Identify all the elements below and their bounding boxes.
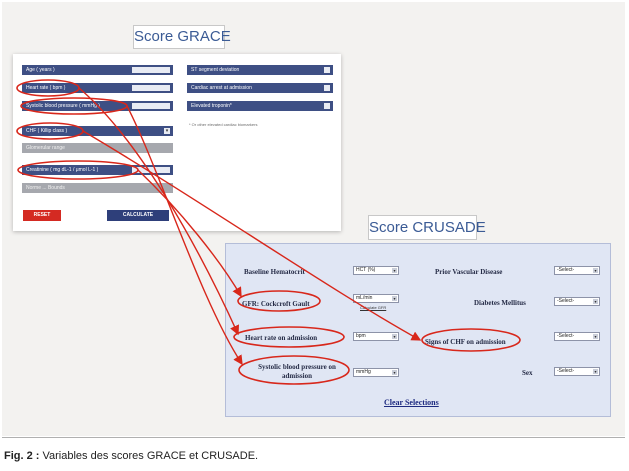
grace-calculator-panel: Age ( years ) Heart rate ( bpm ) Systoli…: [13, 54, 341, 231]
crusade-diabetes-value: -Select-: [557, 298, 575, 304]
grace-creatinine-label: Creatinine ( mg dL-1 / μmol L-1 ): [26, 167, 99, 173]
crusade-sex-select[interactable]: -Select- ▾: [554, 367, 600, 376]
crusade-gfr-select[interactable]: mL/min ▾: [353, 294, 399, 303]
crusade-vascular-label: Prior Vascular Disease: [435, 268, 503, 276]
crusade-hematocrit-select[interactable]: HCT (%) ▾: [353, 266, 399, 275]
grace-bounds-label: Norme ... Bounds: [26, 185, 65, 191]
crusade-gfr-label: GFR: Cockcroft Gault: [242, 300, 310, 308]
grace-heart-rate-field[interactable]: Heart rate ( bpm ): [22, 83, 173, 93]
chevron-down-icon: ▾: [392, 296, 397, 301]
grace-glomerular-field: Glomerular range: [22, 143, 173, 153]
crusade-systolic-bp-select[interactable]: mmHg ▾: [353, 368, 399, 377]
crusade-sex-value: -Select-: [557, 368, 575, 374]
chevron-down-icon: ▾: [392, 268, 397, 273]
crusade-hematocrit-label: Baseline Hematocrit: [244, 268, 305, 276]
chevron-down-icon: ▾: [593, 299, 598, 304]
crusade-heart-rate-highlight: [233, 326, 345, 348]
crusade-heart-rate-select[interactable]: bpm ▾: [353, 332, 399, 341]
chevron-down-icon: ▾: [593, 334, 598, 339]
grace-creatinine-highlight: [17, 160, 139, 180]
crusade-systolic-bp-label: Systolic blood pressure on admission: [258, 363, 336, 380]
grace-cardiac-arrest-checkbox[interactable]: [324, 85, 330, 91]
crusade-heart-rate-label: Heart rate on admission: [245, 334, 318, 342]
crusade-chf-highlight: [421, 328, 521, 352]
clear-selections-link[interactable]: Clear Selections: [384, 398, 439, 407]
grace-age-field[interactable]: Age ( years ): [22, 65, 173, 75]
crusade-vascular-value: -Select-: [557, 267, 575, 273]
arrow-systolic-bp: [126, 105, 243, 366]
grace-cardiac-arrest-label: Cardiac arrest at admission: [191, 85, 252, 91]
crusade-vascular-select[interactable]: -Select- ▾: [554, 266, 600, 275]
crusade-calculate-gfr-link[interactable]: Calculate GFR: [360, 305, 387, 310]
crusade-gfr-value: mL/min: [356, 295, 373, 301]
grace-heart-rate-label: Heart rate ( bpm ): [26, 85, 66, 91]
grace-heart-rate-input[interactable]: [132, 85, 170, 91]
chevron-down-icon: ▾: [392, 334, 397, 339]
arrow-heart-rate: [78, 87, 240, 336]
grace-chf-highlight: [16, 122, 84, 140]
crusade-diabetes-label: Diabetes Mellitus: [474, 299, 526, 307]
figure-caption: Fig. 2 : Variables des scores GRACE et C…: [4, 450, 258, 462]
crusade-chf-select[interactable]: -Select- ▾: [554, 332, 600, 341]
crusade-chf-label: Signs of CHF on admission: [425, 338, 506, 346]
caption-text: Variables des scores GRACE et CRUSADE.: [39, 450, 259, 462]
crusade-hematocrit-value: HCT (%): [356, 267, 376, 273]
chevron-down-icon: ▾: [593, 369, 598, 374]
grace-st-deviation-checkbox[interactable]: [324, 67, 330, 73]
grace-troponin-checkbox[interactable]: [324, 103, 330, 109]
grace-troponin-field[interactable]: Elevated troponin*: [187, 101, 333, 111]
crusade-sex-label: Sex: [522, 369, 533, 377]
grace-chf-killip-field[interactable]: CHF ( Killip class ) ▾: [22, 126, 173, 136]
grace-systolic-bp-highlight: [20, 97, 128, 115]
crusade-chf-value: -Select-: [557, 333, 575, 339]
chevron-down-icon: ▾: [392, 370, 397, 375]
grace-title: Score GRACE: [133, 25, 231, 49]
caption-prefix: Fig. 2 :: [4, 450, 40, 462]
grace-systolic-bp-input[interactable]: [132, 103, 170, 109]
grace-footnote: * Or other elevated cardiac biomarkers: [189, 122, 258, 127]
crusade-diabetes-select[interactable]: -Select- ▾: [554, 297, 600, 306]
chevron-down-icon: ▾: [593, 268, 598, 273]
grace-cardiac-arrest-field[interactable]: Cardiac arrest at admission: [187, 83, 333, 93]
arrow-chf: [82, 130, 422, 341]
crusade-systolic-bp-value: mmHg: [356, 369, 371, 375]
grace-heart-rate-highlight: [16, 79, 80, 97]
crusade-gfr-highlight: [237, 290, 321, 312]
crusade-heart-rate-value: bpm: [356, 333, 366, 339]
grace-troponin-label: Elevated troponin*: [191, 103, 232, 109]
grace-st-deviation-field[interactable]: ST segment deviation: [187, 65, 333, 75]
calculate-button[interactable]: CALCULATE: [107, 210, 169, 221]
crusade-calculator-panel: Baseline Hematocrit HCT (%) ▾ Prior Vasc…: [225, 243, 611, 417]
grace-age-label: Age ( years ): [26, 67, 55, 73]
chevron-down-icon[interactable]: ▾: [164, 128, 170, 134]
crusade-title: Score CRUSADE: [368, 215, 486, 240]
caption-divider: [2, 437, 625, 438]
crusade-systolic-bp-highlight: [238, 355, 350, 385]
grace-creatinine-input[interactable]: [132, 167, 170, 173]
reset-button[interactable]: RESET: [23, 210, 61, 221]
grace-creatinine-field[interactable]: Creatinine ( mg dL-1 / μmol L-1 ): [22, 165, 173, 175]
grace-age-input[interactable]: [132, 67, 170, 73]
arrow-creatinine: [137, 169, 242, 298]
grace-glomerular-label: Glomerular range: [26, 145, 65, 151]
grace-chf-killip-label: CHF ( Killip class ): [26, 128, 68, 134]
grace-systolic-bp-label: Systolic blood pressure ( mmHg ): [26, 103, 100, 109]
grace-bounds-field: Norme ... Bounds: [22, 183, 173, 193]
grace-st-deviation-label: ST segment deviation: [191, 67, 240, 73]
